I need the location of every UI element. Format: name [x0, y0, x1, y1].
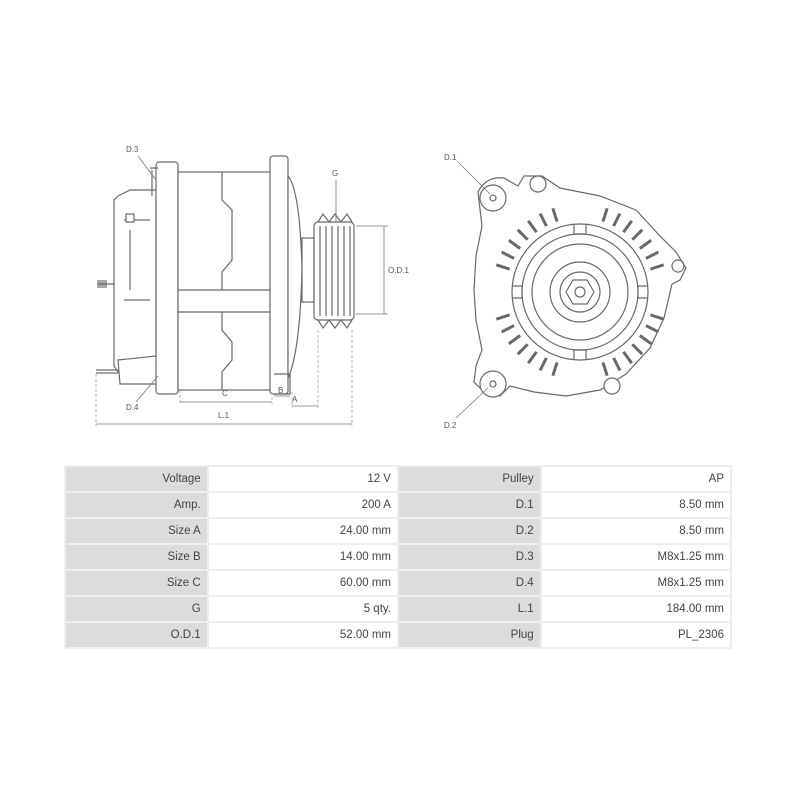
spec-value: PL_2306: [541, 623, 730, 647]
d4-label: D.4: [126, 403, 139, 412]
spec-label: Size C: [66, 571, 207, 595]
spec-label: G: [66, 597, 207, 621]
vent-slots: [495, 207, 665, 377]
vent-slot: [622, 350, 633, 365]
vent-slot: [527, 219, 538, 234]
spec-value: 60.00 mm: [208, 571, 397, 595]
od1-dimension: O.D.1: [356, 225, 409, 315]
g-callout: G: [332, 169, 338, 222]
d4-callout: D.4: [126, 375, 159, 412]
vent-slot: [527, 350, 538, 365]
spec-label: Pulley: [398, 467, 540, 491]
vent-slot: [649, 313, 665, 321]
vent-slot: [495, 263, 511, 271]
b-label: B: [278, 386, 283, 395]
spec-value: 5 qty.: [208, 597, 397, 621]
l1-label: L.1: [218, 411, 230, 420]
c-label: C: [222, 389, 228, 398]
spec-value: 14.00 mm: [208, 545, 397, 569]
d1-callout: D.1: [444, 153, 491, 195]
length-dimensions: C B A L.1: [95, 330, 353, 426]
spec-value: AP: [541, 467, 730, 491]
vent-slot: [516, 228, 529, 241]
vent-slot: [649, 263, 665, 271]
spec-value: 200 A: [208, 493, 397, 517]
vent-slot: [507, 334, 522, 345]
vent-slot: [638, 239, 653, 250]
d1-label: D.1: [444, 153, 457, 162]
vent-slot: [645, 250, 660, 260]
spec-label: D.1: [398, 493, 540, 517]
vent-slot: [631, 228, 644, 241]
spec-label: L.1: [398, 597, 540, 621]
spec-value: 24.00 mm: [208, 519, 397, 543]
vent-slot: [538, 212, 548, 227]
spec-label: Voltage: [66, 467, 207, 491]
vent-slot: [601, 207, 609, 223]
spec-value: 8.50 mm: [541, 493, 730, 517]
spec-label: D.4: [398, 571, 540, 595]
vent-slot: [612, 212, 622, 227]
vent-slot: [551, 207, 559, 223]
spec-label: Size B: [66, 545, 207, 569]
d3-callout: D.3: [126, 145, 157, 181]
vent-slot: [507, 239, 522, 250]
vent-slot: [500, 250, 515, 260]
spec-label: Amp.: [66, 493, 207, 517]
vent-slot: [612, 357, 622, 372]
vent-slot: [495, 313, 511, 321]
g-label: G: [332, 169, 338, 178]
spec-label: Plug: [398, 623, 540, 647]
vent-slot: [500, 324, 515, 334]
spec-label: O.D.1: [66, 623, 207, 647]
d2-label: D.2: [444, 421, 457, 430]
a-label: A: [292, 395, 298, 404]
d2-callout: D.2: [444, 387, 489, 430]
spec-value: 8.50 mm: [541, 519, 730, 543]
spec-value: 12 V: [208, 467, 397, 491]
vent-slot: [631, 343, 644, 356]
vent-slot: [638, 334, 653, 345]
spec-value: 52.00 mm: [208, 623, 397, 647]
spec-value: M8x1.25 mm: [541, 571, 730, 595]
od1-label: O.D.1: [388, 266, 409, 275]
spec-label: D.3: [398, 545, 540, 569]
spec-value: M8x1.25 mm: [541, 545, 730, 569]
alternator-front-view: [473, 175, 687, 398]
vent-slot: [622, 219, 633, 234]
alternator-drawing: O.D.1 G D.3 D.4 C B A L.1: [95, 145, 687, 430]
spec-value: 184.00 mm: [541, 597, 730, 621]
alternator-side-view: [96, 155, 355, 395]
vent-slot: [516, 343, 529, 356]
spec-label: D.2: [398, 519, 540, 543]
vent-slot: [645, 324, 660, 334]
vent-slot: [551, 361, 559, 377]
vent-slot: [538, 357, 548, 372]
d3-label: D.3: [126, 145, 139, 154]
spec-label: Size A: [66, 519, 207, 543]
vent-slot: [601, 361, 609, 377]
